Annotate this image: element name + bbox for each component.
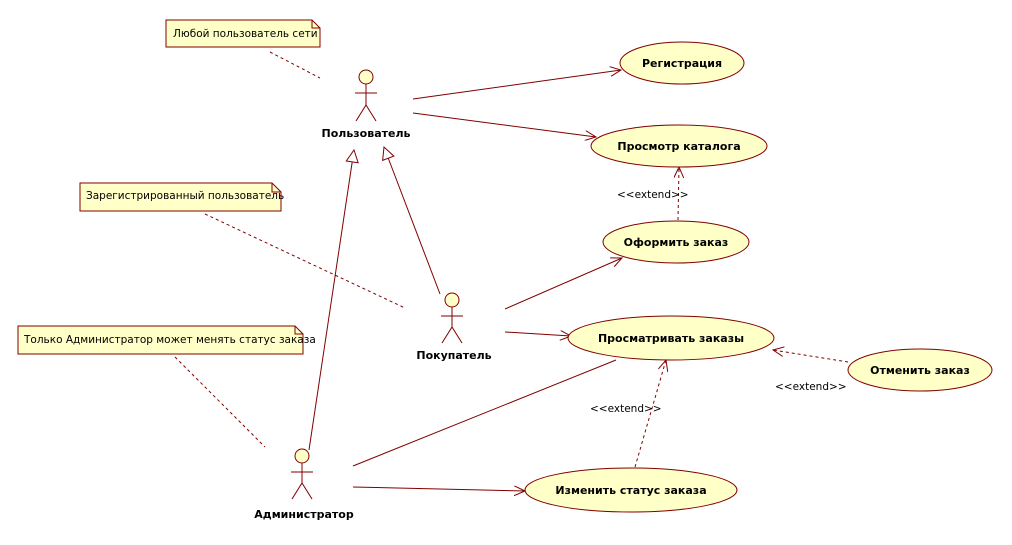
actor-label: Пользователь [322, 127, 411, 140]
actor-user[interactable]: Пользователь [322, 69, 411, 140]
note-text: Зарегистрированный пользователь [86, 190, 284, 202]
use-case-label: Просмотр каталога [617, 140, 740, 153]
assoc-admin-changestatus [352, 487, 525, 491]
generalization-admin-user [308, 150, 354, 451]
use-case-registration[interactable]: Регистрация [619, 41, 745, 85]
use-case-label: Оформить заказ [624, 236, 729, 249]
assoc-user-registration [412, 70, 621, 100]
actor-admin[interactable]: Администратор [254, 448, 354, 521]
assoc-admin-vieworders [352, 359, 617, 467]
extend-label: <<extend>> [617, 189, 689, 201]
assoc-buyer-placeorder [504, 258, 622, 310]
stick-figure-icon [291, 448, 313, 500]
note-any-user[interactable]: Любой пользователь сети [165, 19, 321, 48]
use-case-view-orders[interactable]: Просматривать заказы [567, 315, 775, 361]
stick-figure-icon [441, 292, 463, 344]
note-anchor-line [174, 356, 266, 448]
note-anchor-line [269, 51, 321, 79]
extend-placeorder-catalog [678, 167, 679, 221]
stick-figure-icon [355, 69, 377, 122]
extend-label: <<extend>> [775, 381, 847, 393]
use-case-browse-catalog[interactable]: Просмотр каталога [590, 124, 768, 168]
use-case-cancel-order[interactable]: Отменить заказ [847, 348, 993, 392]
actor-label: Администратор [254, 508, 354, 521]
use-case-label: Просматривать заказы [598, 332, 744, 345]
note-admin-only[interactable]: Только Администратор может менять статус… [17, 325, 316, 355]
use-case-place-order[interactable]: Оформить заказ [602, 220, 750, 264]
actor-buyer[interactable]: Покупатель [416, 292, 492, 362]
note-registered-user[interactable]: Зарегистрированный пользователь [79, 182, 284, 212]
extend-label: <<extend>> [590, 403, 662, 415]
use-case-change-status[interactable]: Изменить статус заказа [524, 467, 738, 513]
note-anchor-line [204, 213, 406, 309]
generalization-buyer-user [384, 147, 441, 295]
note-text: Только Администратор может менять статус… [23, 334, 316, 346]
actor-label: Покупатель [416, 349, 491, 362]
assoc-buyer-vieworders [504, 332, 571, 336]
assoc-user-catalog [412, 112, 596, 137]
use-case-label: Регистрация [642, 57, 722, 70]
extend-changestatus-vieworders [634, 360, 666, 468]
extend-cancel-vieworders [773, 350, 849, 363]
use-case-label: Отменить заказ [870, 364, 970, 377]
note-text: Любой пользователь сети [173, 28, 318, 40]
use-case-label: Изменить статус заказа [555, 484, 706, 497]
